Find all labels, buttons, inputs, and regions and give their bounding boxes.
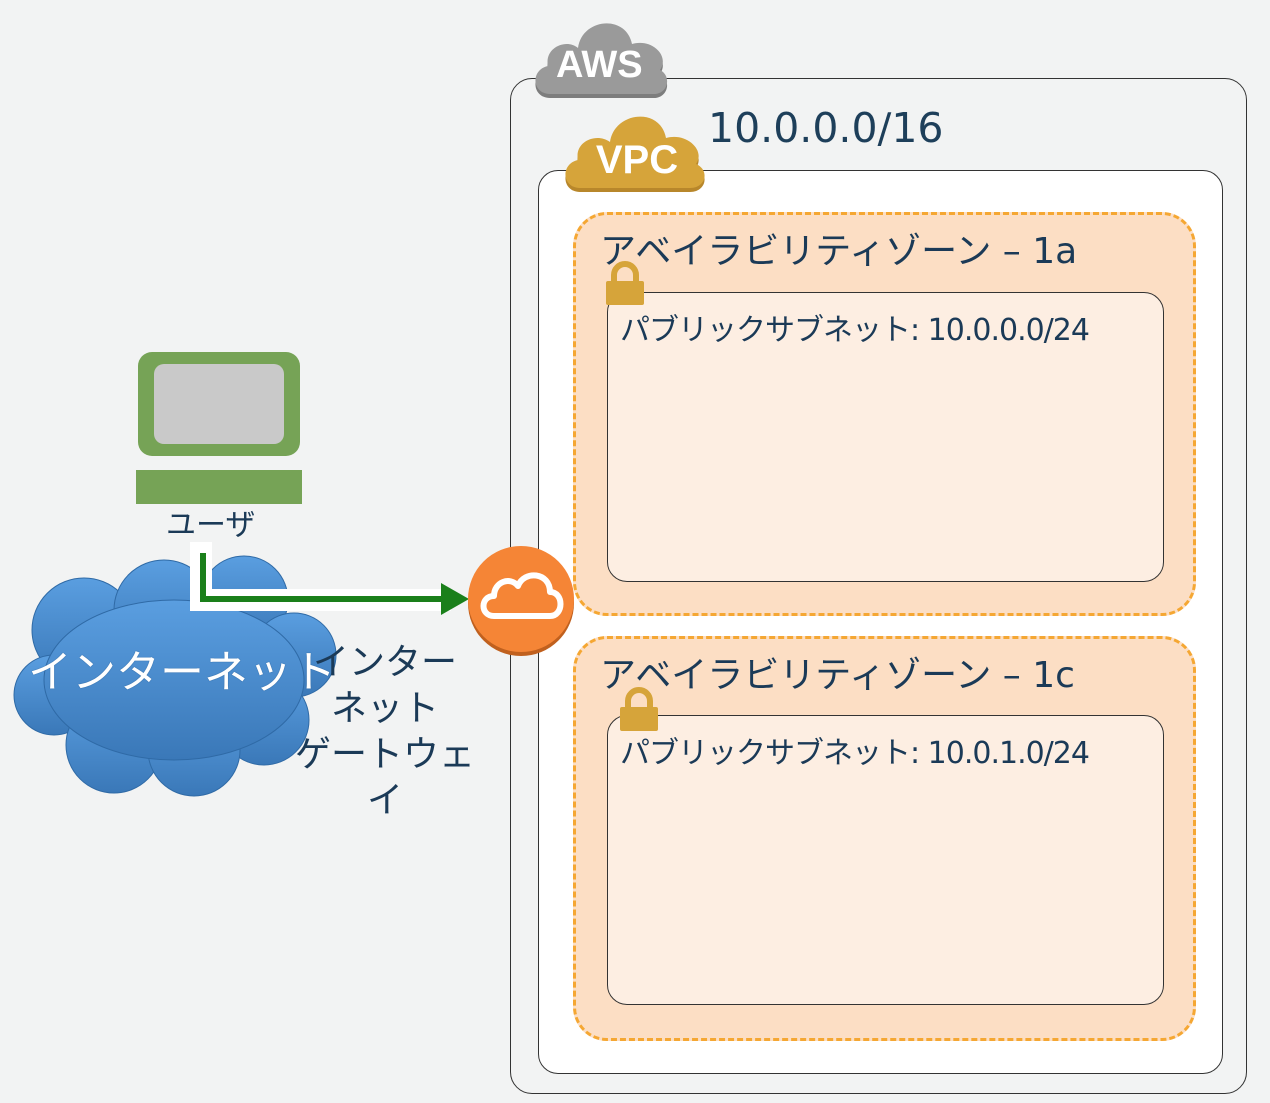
internet-gateway-icon[interactable] xyxy=(464,544,578,658)
connection-arrow xyxy=(190,542,469,615)
user-label: ユーザ xyxy=(166,508,256,543)
internet-label: インターネット xyxy=(28,647,336,698)
internet-gateway-label: インター ネット ゲートウェイ xyxy=(294,642,475,821)
computer-icon xyxy=(136,352,302,504)
lock-icon xyxy=(606,261,644,305)
lock-icon xyxy=(620,687,658,731)
availability-zone-1a-label: アベイラビリティゾーン – 1a xyxy=(600,231,1078,272)
vpc-label: VPC xyxy=(595,138,679,182)
availability-zone-1c-label: アベイラビリティゾーン – 1c xyxy=(600,655,1075,696)
vpc-badge-icon xyxy=(565,116,705,192)
public-subnet-1a-label: パブリックサブネット: 10.0.0.0/24 xyxy=(620,313,1090,348)
aws-label: AWS xyxy=(556,44,643,86)
public-subnet-1c-label: パブリックサブネット: 10.0.1.0/24 xyxy=(620,736,1090,771)
aws-badge-icon xyxy=(535,23,668,98)
public-subnet-1a xyxy=(607,292,1164,582)
public-subnet-1c xyxy=(607,715,1164,1005)
vpc-cidr-label: 10.0.0.0/16 xyxy=(708,104,944,152)
